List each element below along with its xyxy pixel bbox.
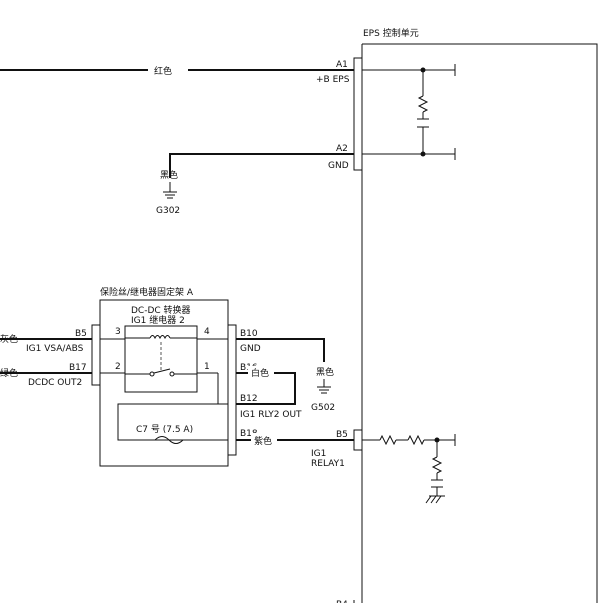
wire-green-label: 绿色	[0, 367, 18, 379]
eps-unit-outline	[362, 43, 598, 603]
pin-fb-b17-name: DCDC OUT2	[28, 378, 82, 388]
pin-a2: A2	[336, 144, 348, 154]
wire-red-label-bg	[148, 62, 188, 78]
pin-fb-b18: B18	[240, 429, 258, 439]
eps-internal-circuit-a	[362, 64, 456, 160]
pin-eps-b5-name-2: RELAY1	[311, 459, 345, 469]
pin-fb-b10: B10	[240, 329, 258, 339]
eps-connector-b	[353, 429, 363, 451]
wire-purple-label: 紫色	[254, 435, 272, 447]
ground-g302: G302	[156, 206, 180, 216]
pin-fb-b17: B17	[69, 363, 87, 373]
pin-fb-b5-name: IG1 VSA/ABS	[26, 344, 84, 354]
eps-connector-a	[353, 57, 363, 171]
pin-fb-b12-name: IG1 RLY2 OUT	[240, 410, 302, 420]
relay-body	[124, 325, 198, 393]
fuse-label: C7 号 (7.5 A)	[136, 424, 193, 435]
relay-pin-4: 4	[204, 327, 210, 337]
ground-g502: G502	[311, 403, 335, 413]
wire-white-label: 白色	[251, 367, 269, 379]
ground-symbol-g302	[163, 182, 177, 199]
wire-purple-label-bg	[251, 433, 277, 447]
pin-fb-b12: B12	[240, 394, 258, 404]
eps-internal-circuit-b	[362, 434, 456, 504]
relay-coil	[125, 335, 197, 370]
pin-eps-b5: B5	[336, 430, 348, 440]
relay-label-1: DC-DC 转换器	[131, 304, 191, 316]
wire-black-g302-label: 黑色	[160, 169, 178, 181]
relay-pin-2: 2	[115, 362, 121, 372]
eps-unit-title: EPS 控制单元	[363, 27, 419, 39]
fuse-box-title: 保险丝/继电器固定架 A	[100, 286, 194, 298]
wire-black-g502	[236, 338, 325, 362]
pin-eps-b4: B4	[336, 600, 348, 603]
fuse-box-connector-left	[91, 324, 101, 386]
fuse-box-internal-traces	[100, 338, 228, 441]
pin-a1-name: +B EPS	[316, 75, 350, 85]
fuse-box-connector-right	[227, 324, 237, 456]
fuse-symbol	[154, 436, 184, 444]
pin-a1: A1	[336, 60, 348, 70]
pin-a2-name: GND	[328, 161, 349, 171]
wire-black-g302	[169, 153, 354, 178]
pin-fb-b10-name: GND	[240, 344, 261, 354]
relay-pin-3: 3	[115, 327, 121, 337]
ground-symbol-g502	[317, 379, 331, 394]
wire-black-g502-label: 黑色	[316, 366, 334, 378]
wire-white-label-bg	[248, 366, 274, 380]
pin-eps-b5-name-1: IG1	[311, 449, 326, 459]
relay-switch	[125, 368, 197, 377]
relay-label-2: IG1 继电器 2	[131, 314, 185, 326]
pin-fb-b5: B5	[75, 329, 87, 339]
relay-pin-1: 1	[204, 362, 210, 372]
wire-red-label: 红色	[154, 65, 172, 77]
wire-gray-label: 灰色	[0, 333, 18, 345]
